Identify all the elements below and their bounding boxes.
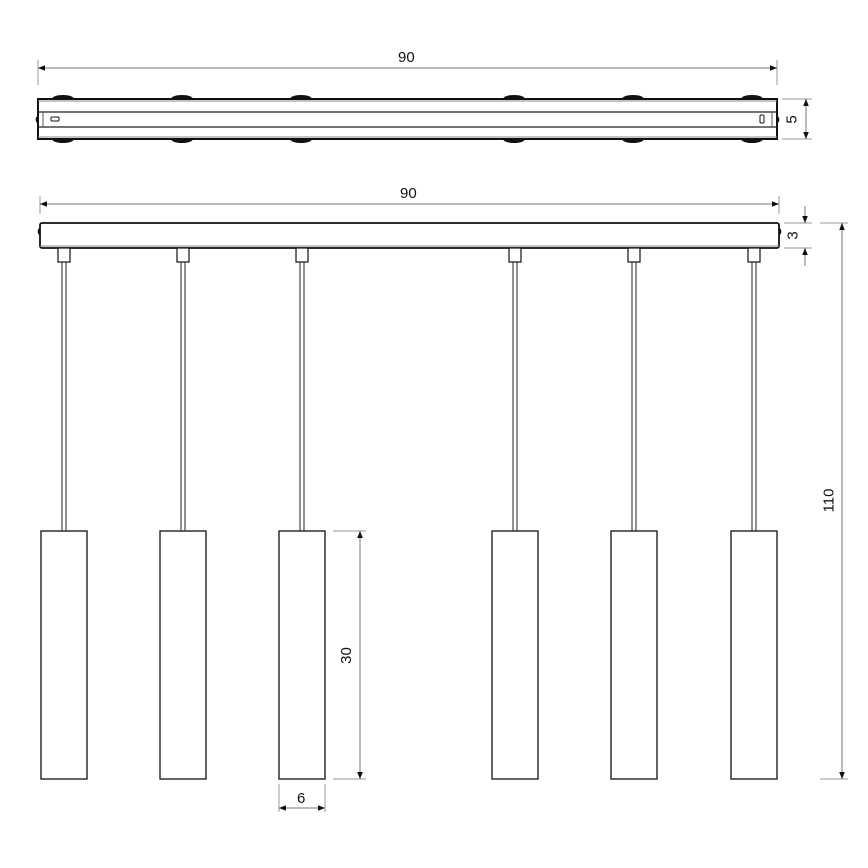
top-view-canopy xyxy=(37,98,778,140)
top-view xyxy=(35,60,812,143)
shade-width-label: 6 xyxy=(297,790,306,807)
pendant-5 xyxy=(610,247,658,780)
top-depth-label: 5 xyxy=(783,115,801,124)
shade-height-label: 30 xyxy=(337,647,355,664)
end-cap-slot-left xyxy=(50,116,60,122)
overall-height-label: 110 xyxy=(820,488,838,513)
pendant-1 xyxy=(40,247,88,780)
pendant-4 xyxy=(491,247,539,780)
pendant-6 xyxy=(730,247,778,780)
front-width-label: 90 xyxy=(400,185,417,202)
canopy-height-label: 3 xyxy=(784,231,802,240)
end-cap-slot-right xyxy=(759,114,765,124)
pendants xyxy=(40,247,778,780)
front-view-canopy xyxy=(39,222,780,249)
top-width-label: 90 xyxy=(398,49,415,66)
pendant-2 xyxy=(159,247,207,780)
pendant-3 xyxy=(278,247,326,780)
front-view xyxy=(37,196,848,812)
